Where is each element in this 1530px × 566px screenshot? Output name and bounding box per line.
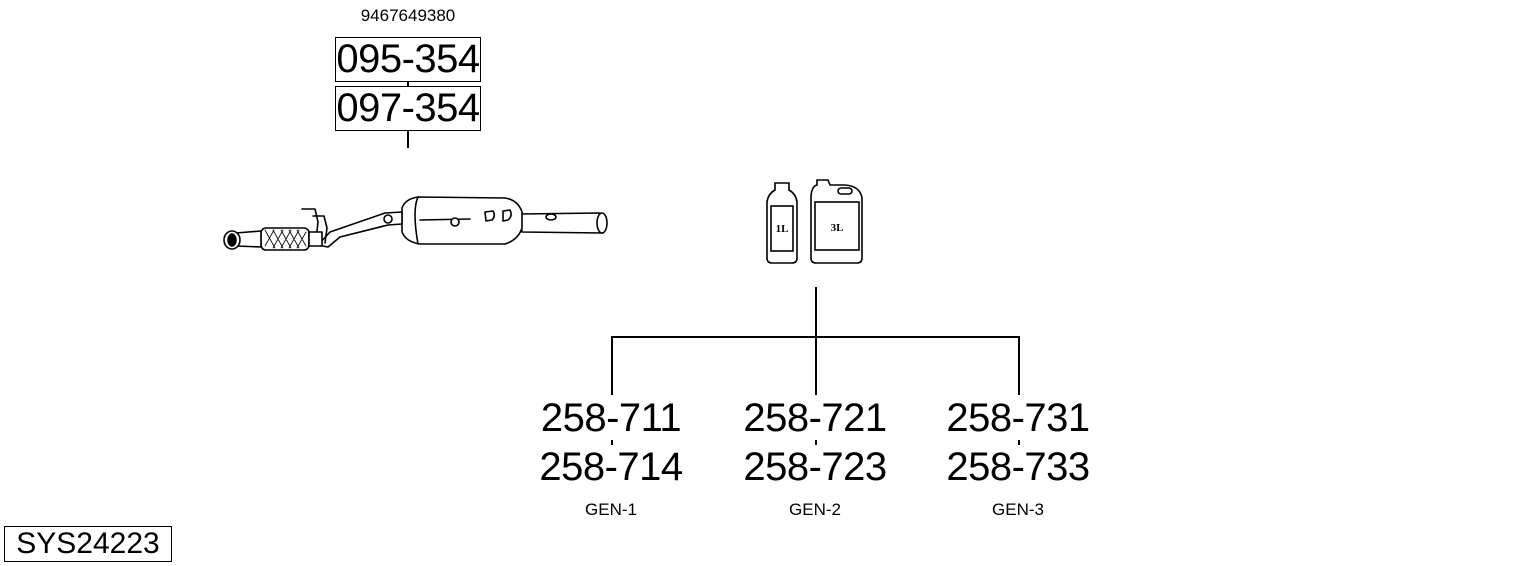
tree-trunk-line	[815, 287, 817, 395]
additive-part-number[interactable]: 258-714	[539, 445, 683, 489]
container-label: 3L	[831, 222, 844, 234]
tree-branch-line	[611, 336, 1019, 338]
additive-part-number[interactable]: 258-721	[743, 396, 887, 440]
connector-line	[611, 440, 613, 445]
part-number-box[interactable]: 095-354	[335, 37, 481, 82]
connector-line	[407, 131, 409, 148]
oem-number: 9467649380	[360, 6, 456, 25]
additive-part-number[interactable]: 258-711	[540, 396, 682, 440]
additive-part-number[interactable]: 258-731	[946, 396, 1090, 440]
container-label: 1L	[776, 223, 789, 235]
additive-part-number[interactable]: 258-733	[946, 445, 1090, 489]
generation-label: GEN-3	[992, 500, 1044, 519]
tree-branch-line	[1018, 336, 1020, 395]
additive-part-number[interactable]: 258-723	[743, 445, 887, 489]
generation-label: GEN-2	[789, 500, 841, 519]
part-number-box[interactable]: 097-354	[335, 86, 481, 131]
connector-line	[815, 440, 817, 445]
connector-line	[1018, 440, 1020, 445]
generation-label: GEN-1	[585, 500, 637, 519]
tree-branch-line	[611, 336, 613, 395]
connector-line	[407, 82, 409, 86]
system-code-box: SYS24223	[4, 526, 172, 562]
